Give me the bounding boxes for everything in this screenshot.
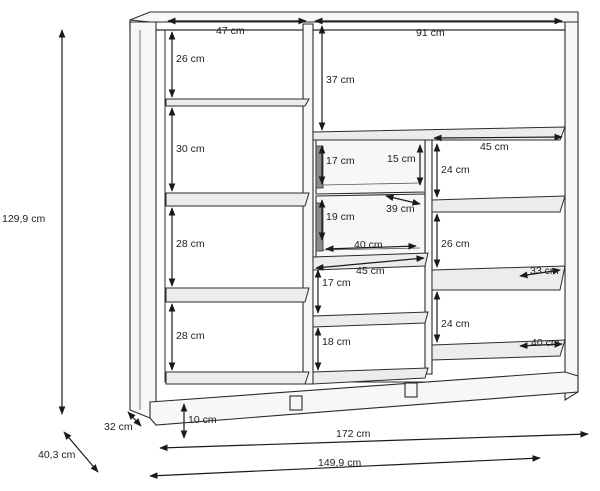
left-shelf-1 — [165, 98, 310, 107]
left-shelf-3 — [165, 287, 310, 303]
label-left-h2: 30 cm — [176, 143, 205, 155]
foot-left — [289, 395, 303, 411]
left-side-panel — [129, 21, 157, 419]
label-right-h3: 24 cm — [441, 318, 470, 330]
label-top-height: 37 cm — [326, 74, 355, 86]
label-mid-shelf-width: 45 cm — [356, 265, 385, 277]
dimension-lines — [58, 17, 589, 480]
label-left-h3: 28 cm — [176, 238, 205, 250]
label-left-h4: 28 cm — [176, 330, 205, 342]
label-depth-total: 40,3 cm — [38, 449, 76, 461]
label-drawer-inner: 40 cm — [354, 239, 383, 251]
label-drawer-depth: 15 cm — [387, 153, 416, 165]
middle-shelf-2 — [312, 311, 429, 328]
label-depth-plinth: 32 cm — [104, 421, 133, 433]
label-width-total: 172 cm — [336, 428, 371, 440]
label-mid-h4: 18 cm — [322, 336, 351, 348]
cabinet-body — [129, 11, 579, 426]
left-shelf-2 — [165, 192, 310, 207]
label-mid-h2: 19 cm — [326, 211, 355, 223]
middle-base-shelf — [312, 367, 429, 385]
foot-right — [404, 382, 418, 398]
label-right-shelf-depth: 33 cm — [530, 265, 559, 277]
right-side-panel — [564, 21, 579, 401]
drawer-upper — [315, 139, 426, 195]
label-right-h1: 24 cm — [441, 164, 470, 176]
label-mid-h1: 17 cm — [326, 155, 355, 167]
label-overall-height: 129,9 cm — [2, 213, 45, 225]
plinth — [149, 371, 579, 426]
label-left-width: 47 cm — [216, 25, 245, 37]
label-right-shelf-width: 45 cm — [480, 141, 509, 153]
dimension-labels: 129,9 cm 40,3 cm 32 cm 172 cm 149,9 cm 1… — [2, 25, 560, 469]
label-mid-h3: 17 cm — [322, 277, 351, 289]
left-base-shelf — [165, 371, 310, 385]
label-right-base-width: 40 cm — [531, 337, 560, 349]
label-top-width: 91 cm — [416, 27, 445, 39]
label-drawer-width: 39 cm — [386, 203, 415, 215]
label-plinth-height: 10 cm — [188, 414, 217, 426]
label-width-plinth: 149,9 cm — [318, 457, 361, 469]
right-shelf-1 — [431, 195, 566, 213]
label-left-h1: 26 cm — [176, 53, 205, 65]
label-right-h2: 26 cm — [441, 238, 470, 250]
